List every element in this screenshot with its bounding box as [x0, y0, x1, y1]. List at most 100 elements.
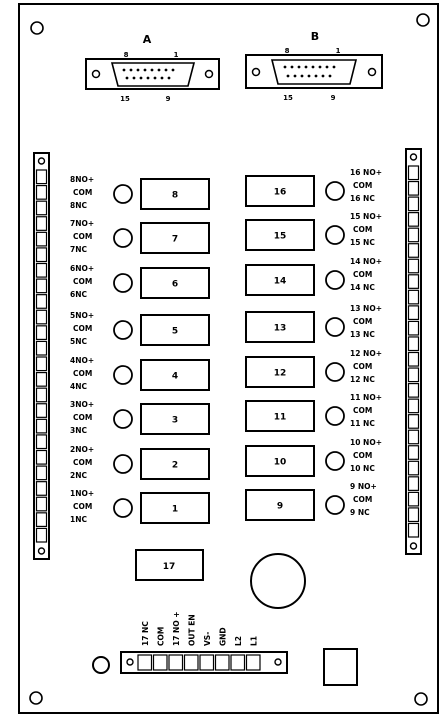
left-terminal-label: COM — [73, 188, 92, 197]
right-terminal-label: 13 NC — [350, 330, 375, 339]
right-terminal-cell — [407, 445, 420, 460]
bottom-terminal-label: OUT EN — [187, 614, 196, 646]
left-terminal-labels: 8NO+COM8NC7NO+COM7NC6NO+COM6NC5NO+COM5NC… — [70, 175, 94, 524]
bottom-terminal-label: GND — [218, 627, 227, 646]
right-terminal-cell — [407, 180, 420, 196]
right-terminal-label: COM — [353, 181, 372, 190]
mounting-hole-top-right — [416, 13, 430, 27]
right-terminal-label: 9 NC — [350, 508, 370, 517]
left-terminal-cell — [35, 527, 48, 543]
left-terminal-cell — [35, 434, 48, 450]
relay-4: 4 — [113, 359, 210, 391]
right-terminal-label: 11 NO+ — [350, 393, 382, 402]
relay-9: 9 — [245, 489, 345, 521]
mounting-hole-bottom-left — [29, 691, 43, 705]
right-terminal-cell — [407, 460, 420, 476]
relay-15-label: 15 — [274, 232, 287, 242]
relay-3-label: 3 — [172, 416, 178, 426]
left-terminal-cell — [35, 356, 48, 372]
right-terminal-label: COM — [353, 270, 372, 279]
buzzer-circle — [250, 553, 306, 609]
bottom-terminal-label: 17 NC — [141, 621, 150, 646]
relay-11: 11 — [245, 400, 345, 432]
bottom-terminal-cell — [168, 654, 184, 671]
relay-12: 12 — [245, 356, 345, 388]
left-terminal-cell — [35, 184, 48, 200]
relay-2: 2 — [113, 448, 210, 480]
left-terminal-label: COM — [73, 232, 92, 241]
connector-a-pin-right: 1 — [174, 51, 179, 59]
relay-11-label: 11 — [274, 413, 287, 423]
relay-2-label: 2 — [172, 461, 178, 471]
bottom-terminal-cell — [137, 654, 153, 671]
right-terminal-cell — [407, 398, 420, 414]
left-terminal-label: 7NO+ — [70, 219, 94, 228]
right-terminal-cell — [407, 196, 420, 212]
bottom-terminal-cell — [214, 654, 230, 671]
relay-7: 7 — [113, 222, 210, 254]
connector-a-pin-left: 8 — [124, 51, 129, 59]
left-terminal-cell — [35, 294, 48, 309]
right-terminal-cell — [407, 258, 420, 274]
relay-5-label: 5 — [172, 327, 178, 337]
right-terminal-cell — [407, 212, 420, 227]
bottom-terminal-label: VS- — [203, 632, 212, 646]
relay-17-label: 17 — [163, 562, 176, 572]
right-terminal-label: 14 NO+ — [350, 257, 382, 266]
right-terminal-cell — [407, 227, 420, 243]
left-terminal-label: 3NO+ — [70, 400, 94, 409]
bottom-terminal-cell — [230, 654, 246, 671]
right-terminal-label: COM — [353, 362, 372, 371]
relay-10: 10 — [245, 445, 345, 477]
relay-6: 6 — [113, 267, 210, 299]
right-terminal-cell — [407, 243, 420, 258]
connector-a: A 8 1 15 9 — [85, 33, 220, 103]
left-terminal-cell — [35, 496, 48, 512]
relay-6-label: 6 — [172, 280, 178, 290]
left-terminal-cell — [35, 278, 48, 294]
left-terminal-label: 1NO+ — [70, 489, 94, 498]
left-terminal-cell — [35, 247, 48, 263]
left-terminal-label: 5NO+ — [70, 311, 94, 320]
relay-10-label: 10 — [274, 458, 287, 468]
left-terminal-label: 6NC — [70, 290, 87, 299]
left-terminal-cell — [35, 340, 48, 356]
left-terminal-label: 6NO+ — [70, 264, 94, 273]
left-terminal-label: 8NC — [70, 201, 87, 210]
right-terminal-label: COM — [353, 225, 372, 234]
connector-b-pin-left: 8 — [285, 47, 290, 55]
left-terminal-label: COM — [73, 413, 92, 422]
relay-14: 14 — [245, 264, 345, 296]
right-terminal-label: 15 NC — [350, 238, 375, 247]
connector-a-label: A — [143, 33, 152, 46]
left-terminal-label: COM — [73, 369, 92, 378]
relay-1-label: 1 — [172, 505, 178, 515]
right-terminal-label: COM — [353, 495, 372, 504]
relay-8: 8 — [113, 178, 210, 210]
relay-13: 13 — [245, 311, 345, 343]
right-terminal-cell — [407, 507, 420, 523]
right-terminal-cell — [407, 367, 420, 383]
mounting-hole-bottom-right — [414, 692, 428, 706]
right-terminal-strip — [405, 148, 422, 555]
left-terminal-label: 5NC — [70, 337, 87, 346]
relay-17: 17 — [135, 549, 204, 581]
right-terminal-label: 16 NC — [350, 194, 375, 203]
connector-a-pin-bottom-right: 9 — [166, 95, 171, 103]
left-terminal-cell — [35, 216, 48, 231]
right-terminal-cell — [407, 274, 420, 289]
connector-b-pin-bottom-left: 15 — [283, 94, 293, 102]
left-terminal-label: COM — [73, 458, 92, 467]
relay-13-label: 13 — [274, 324, 287, 334]
right-terminal-label: 11 NC — [350, 419, 375, 428]
bottom-terminal-cell — [152, 654, 168, 671]
right-terminal-label: COM — [353, 317, 372, 326]
left-terminal-label: COM — [73, 277, 92, 286]
right-terminal-label: COM — [353, 451, 372, 460]
bottom-terminal-label: 17 NO + — [172, 611, 181, 646]
right-terminal-label: 13 NO+ — [350, 304, 382, 313]
connector-b-label: B — [311, 30, 319, 43]
left-terminal-label: 2NC — [70, 471, 87, 480]
bottom-terminal-cell — [183, 654, 199, 671]
